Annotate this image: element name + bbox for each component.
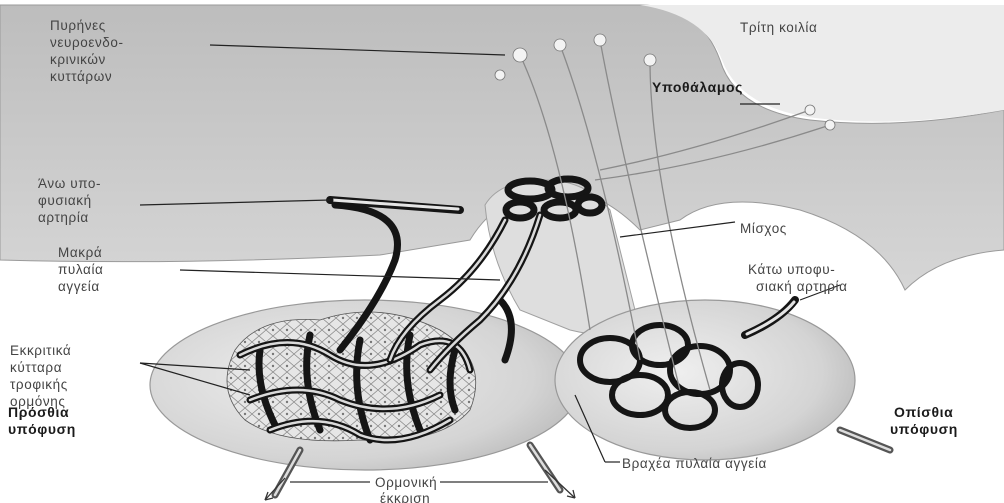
label-third-ventricle: Τρίτη κοιλία (740, 20, 817, 35)
label-inferior-artery-line2: σιακή αρτηρία (756, 279, 848, 294)
label-posterior-line2: υπόφυση (890, 421, 958, 437)
label-superior-artery-line1: Άνω υπο- (38, 176, 101, 191)
label-hormone-secretion-line2: έκκριση (380, 491, 430, 503)
label-nuclei-line1: Πυρήνες (50, 18, 106, 33)
label-secretory-cells: Εκκριτικά κύτταρα τροφικής ορμόνης (10, 343, 71, 409)
label-superior-artery-line3: αρτηρία (38, 210, 89, 225)
label-short-portal: Βραχέα πυλαία αγγεία (622, 456, 767, 471)
label-secretory-cells-line2: κύτταρα (10, 360, 62, 375)
label-hormone-secretion-line1: Ορμονική (375, 475, 437, 490)
label-hormone-secretion: Ορμονική έκκριση (375, 475, 437, 503)
label-long-portal-line3: αγγεία (58, 279, 100, 294)
label-anterior-line2: υπόφυση (8, 421, 76, 437)
label-nuclei-line3: κρινικών (50, 52, 106, 67)
label-secretory-cells-line1: Εκκριτικά (10, 343, 71, 358)
label-posterior: Οπίσθια υπόφυση (890, 404, 958, 437)
label-anterior: Πρόσθια υπόφυση (8, 404, 76, 437)
label-anterior-line1: Πρόσθια (8, 404, 69, 420)
label-inferior-artery-line1: Κάτω υποφυ- (748, 262, 835, 277)
label-stalk: Μίσχος (740, 221, 787, 236)
label-long-portal-line1: Μακρά (58, 245, 102, 260)
label-secretory-cells-line3: τροφικής (10, 377, 68, 392)
label-long-portal: Μακρά πυλαία αγγεία (58, 245, 103, 294)
label-nuclei-line2: νευροενδο- (50, 35, 124, 50)
label-long-portal-line2: πυλαία (58, 262, 103, 277)
label-superior-artery-line2: φυσιακή (38, 193, 92, 208)
label-posterior-line1: Οπίσθια (894, 404, 953, 420)
label-hypothalamus: Υποθάλαμος (652, 79, 743, 95)
label-inferior-artery: Κάτω υποφυ- σιακή αρτηρία (748, 262, 848, 294)
label-nuclei-line4: κυττάρων (50, 69, 112, 84)
